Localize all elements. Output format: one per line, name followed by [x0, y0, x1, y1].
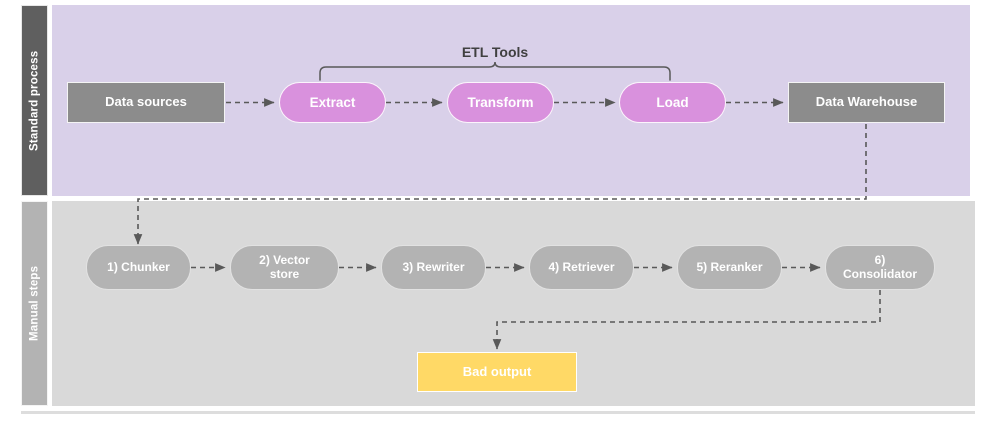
node-consolidator[interactable]: 6) Consolidator	[825, 245, 935, 290]
lane-manual-steps-label: Manual steps	[21, 201, 48, 406]
etl-tools-label: ETL Tools	[461, 44, 529, 60]
node-rewriter[interactable]: 3) Rewriter	[381, 245, 486, 290]
bottom-divider	[21, 411, 975, 414]
node-vector-store[interactable]: 2) Vector store	[230, 245, 339, 290]
node-transform[interactable]: Transform	[447, 82, 554, 123]
node-reranker[interactable]: 5) Reranker	[677, 245, 782, 290]
node-retriever[interactable]: 4) Retriever	[529, 245, 634, 290]
node-chunker[interactable]: 1) Chunker	[86, 245, 191, 290]
node-data-sources[interactable]: Data sources	[67, 82, 225, 123]
node-extract[interactable]: Extract	[279, 82, 386, 123]
lane-standard-process-label: Standard process	[21, 5, 48, 196]
node-data-warehouse[interactable]: Data Warehouse	[788, 82, 945, 123]
node-load[interactable]: Load	[619, 82, 726, 123]
node-bad-output[interactable]: Bad output	[417, 352, 577, 392]
